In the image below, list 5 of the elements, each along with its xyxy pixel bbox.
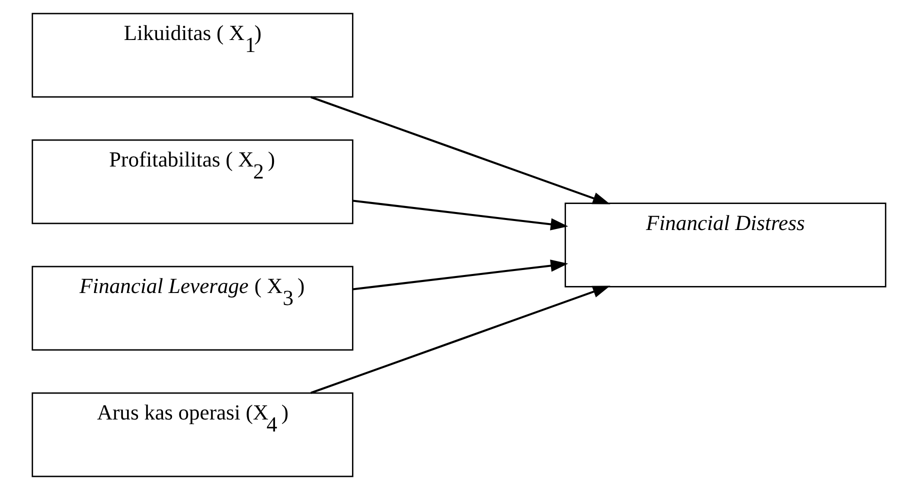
node-box: Financial Distress [564, 202, 886, 288]
arrow [352, 260, 568, 290]
arrow [310, 286, 610, 394]
arrow [352, 200, 568, 230]
arrow [310, 96, 610, 204]
